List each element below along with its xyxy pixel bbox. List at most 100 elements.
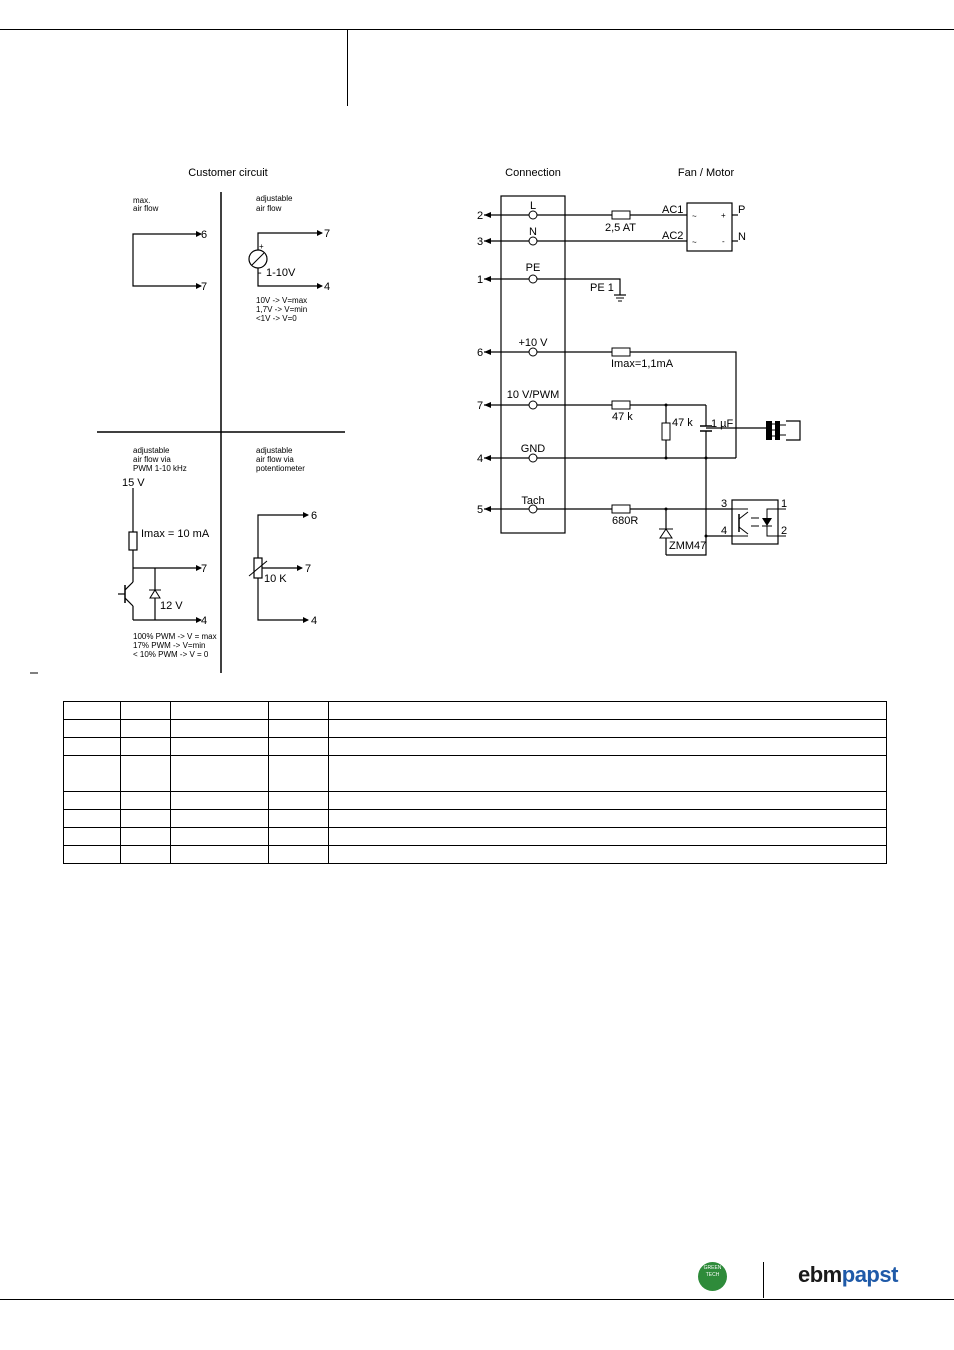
- pin-number: 2: [477, 210, 483, 222]
- q2-plus-sign: +: [259, 242, 264, 251]
- specification-table: [63, 701, 887, 864]
- q4-label-line1: adjustable: [256, 446, 293, 455]
- pin-name: +10 V: [518, 337, 548, 349]
- q1-label-line2: air flow: [133, 204, 159, 213]
- opto-pin-2: 2: [781, 525, 787, 537]
- pin-row-gnd: 4 GND: [477, 443, 545, 465]
- q2-note-2: 1,7V -> V=min: [256, 305, 307, 314]
- footer-divider: [763, 1262, 764, 1298]
- circuit-adjustable-voltage: adjustable air flow + - 1-10V 7 4 10V ->…: [248, 194, 330, 323]
- q3-resistor: [128, 531, 138, 551]
- q4-label-line3: potentiometer: [256, 464, 305, 473]
- connector-block: [500, 195, 566, 534]
- motor-ac1: AC1: [662, 204, 683, 216]
- pin-name: 10 V/PWM: [507, 389, 560, 401]
- q2-label-line2: air flow: [256, 204, 282, 213]
- ic-chip-icon: [766, 420, 801, 441]
- table-row: [63, 809, 887, 828]
- pin-number: 7: [477, 400, 483, 412]
- heading-customer-circuit: Customer circuit: [188, 167, 267, 179]
- opto-pin-4: 4: [721, 525, 727, 537]
- pe-label: PE 1: [590, 282, 614, 294]
- table-row: [63, 791, 887, 810]
- header-top-rule: [0, 29, 954, 30]
- q2-pin-4: 4: [324, 281, 330, 293]
- logo-part-papst: papst: [841, 1262, 899, 1287]
- pwm-resistor: [611, 400, 631, 410]
- motor-p: P: [738, 204, 745, 216]
- zener-icon: [659, 528, 673, 539]
- pin-name: PE: [526, 262, 541, 274]
- q3-label-line1: adjustable: [133, 446, 170, 455]
- circuit-max-airflow: max. air flow 6 7: [132, 196, 207, 293]
- table-row: [63, 701, 887, 720]
- motor-tilde-1: ~: [692, 212, 697, 221]
- shunt-resistor-value: 47 k: [672, 417, 693, 429]
- q4-pin-7: 7: [305, 563, 311, 575]
- pin-name: N: [529, 226, 537, 238]
- q3-note-3: < 10% PWM -> V = 0: [133, 650, 209, 659]
- pin-number: 1: [477, 274, 483, 286]
- opto-pin-3: 3: [721, 498, 727, 510]
- opto-pin-1: 1: [781, 498, 787, 510]
- q1-pin-7: 7: [201, 281, 207, 293]
- pin-number: 3: [477, 236, 483, 248]
- circuit-potentiometer: adjustable air flow via potentiometer 6 …: [248, 446, 317, 627]
- imax-resistor: [611, 347, 631, 357]
- q2-minus-sign: -: [258, 267, 262, 279]
- q4-pin-4: 4: [311, 615, 317, 627]
- wiring-schematic: Customer circuit Connection Fan / Motor …: [30, 167, 801, 674]
- table-row: [63, 827, 887, 846]
- q3-zener-value: 12 V: [160, 600, 183, 612]
- tach-resistor: [611, 504, 631, 514]
- pin-number: 5: [477, 504, 483, 516]
- pin-name: L: [530, 200, 536, 212]
- table-row: [63, 719, 887, 738]
- q4-pin-6: 6: [311, 510, 317, 522]
- optocoupler-icon: [731, 499, 786, 545]
- q3-note-2: 17% PWM -> V=min: [133, 641, 205, 650]
- motor-n: N: [738, 231, 746, 243]
- heading-connection: Connection: [505, 167, 561, 179]
- q3-label-line3: PWM 1-10 kHz: [133, 464, 187, 473]
- q1-pin-6: 6: [201, 229, 207, 241]
- tach-resistor-value: 680R: [612, 515, 638, 527]
- q2-note-3: <1V -> V=0: [256, 314, 297, 323]
- pin-row-pwm: 7 10 V/PWM: [477, 389, 559, 412]
- header-divider: [347, 29, 348, 106]
- logo-part-ebm: ebm: [798, 1262, 842, 1287]
- q1-label-line1: max.: [133, 196, 150, 205]
- pin-row-N: 3 N: [477, 226, 538, 248]
- q3-zener-icon: [149, 589, 161, 599]
- footer-rule: [0, 1299, 954, 1300]
- heading-fan-motor: Fan / Motor: [678, 167, 735, 179]
- q3-label-line2: air flow via: [133, 455, 171, 464]
- q2-label-line1: adjustable: [256, 194, 293, 203]
- q2-note-1: 10V -> V=max: [256, 296, 307, 305]
- fuse-value: 2,5 AT: [605, 222, 636, 234]
- zener-value: ZMM47: [669, 540, 706, 552]
- q4-label-line2: air flow via: [256, 455, 294, 464]
- ebmpapst-logo: ebmpapst: [798, 1262, 898, 1288]
- q2-source-value: 1-10V: [266, 267, 296, 279]
- motor-minus: -: [722, 237, 725, 246]
- pin-number: 4: [477, 453, 483, 465]
- motor-plus: +: [721, 211, 726, 220]
- q3-pin-4: 4: [201, 615, 207, 627]
- q3-imax: Imax = 10 mA: [141, 528, 210, 540]
- q4-pot-value: 10 K: [264, 573, 287, 585]
- table-row: [63, 755, 887, 792]
- pin-row-tach: 5 Tach: [477, 495, 545, 516]
- motor-ac2: AC2: [662, 230, 683, 242]
- imax-label: Imax=1,1mA: [611, 358, 674, 370]
- connection-pins: 2 L 3 N 1 PE 6 +10 V 7: [477, 200, 559, 516]
- q3-note-1: 100% PWM -> V = max: [133, 632, 217, 641]
- fuse-icon: [611, 210, 631, 220]
- q2-pin-7: 7: [324, 228, 330, 240]
- motor-box: [686, 202, 733, 252]
- q3-supply: 15 V: [122, 477, 145, 489]
- q3-pin-7: 7: [201, 563, 207, 575]
- pwm-resistor-value: 47 k: [612, 411, 633, 423]
- shunt-resistor: [661, 422, 671, 441]
- capacitor-value: 1 µF: [711, 418, 734, 430]
